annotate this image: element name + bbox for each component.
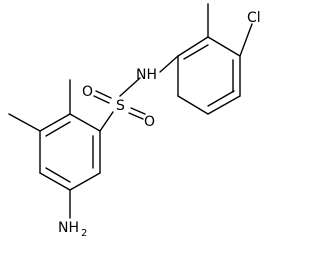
bond	[69, 172, 101, 191]
chlorine-label: Cl	[247, 10, 261, 26]
amide-nh-label: NH	[136, 67, 157, 83]
bond	[93, 95, 110, 104]
bond	[128, 112, 144, 120]
bond	[130, 107, 146, 115]
sulfur-label: S	[116, 98, 125, 114]
bond	[69, 113, 101, 132]
bond	[159, 55, 179, 73]
bond	[39, 113, 71, 132]
bond	[99, 111, 114, 132]
oxygen-label-upper: O	[82, 84, 93, 100]
molecule-structure: Cl NH S O O NH 2	[8, 3, 261, 239]
amino-nh-label: NH	[58, 220, 79, 236]
bond	[239, 23, 253, 57]
amino-subscript-label: 2	[81, 228, 87, 239]
bond	[207, 36, 241, 57]
bond	[177, 95, 209, 115]
bond	[39, 172, 71, 191]
bond	[95, 90, 112, 99]
bond	[119, 77, 141, 97]
bond	[207, 90, 235, 107]
oxygen-label-lower: O	[144, 114, 155, 130]
bond	[183, 44, 209, 60]
atom-labels: Cl NH S O O NH 2	[58, 10, 261, 239]
bond	[8, 113, 41, 132]
bond	[177, 36, 209, 57]
bond	[45, 121, 71, 137]
bonds	[8, 3, 253, 219]
bond	[207, 95, 241, 115]
bond	[45, 167, 71, 183]
